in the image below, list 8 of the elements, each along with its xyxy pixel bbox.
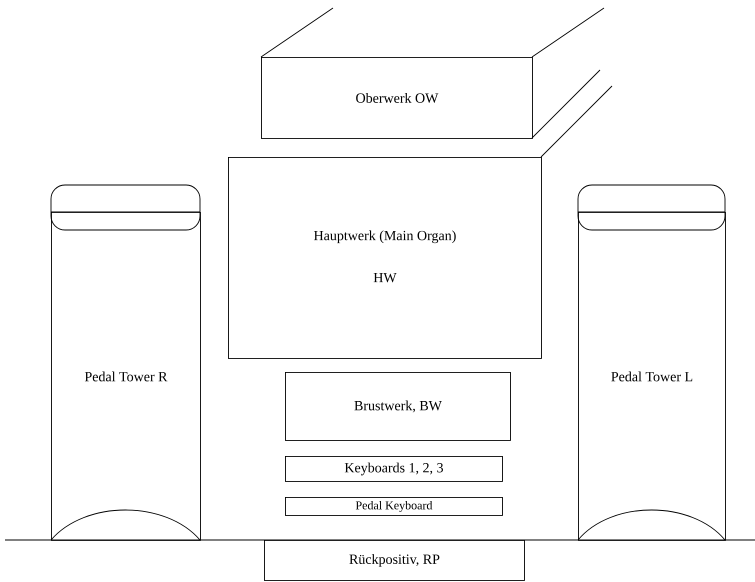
- organ-section-box: Rückpositiv, RP: [264, 540, 525, 581]
- keyboard-box: Keyboards 1, 2, 3: [285, 456, 503, 482]
- organ-section-box: Brustwerk, BW: [285, 372, 511, 441]
- keyboard-box: Pedal Keyboard: [285, 497, 503, 516]
- pedal-tower: Pedal Tower L: [578, 184, 726, 541]
- organ-section-box: Hauptwerk (Main Organ) HW: [228, 157, 542, 359]
- pedal-tower: Pedal Tower R: [50, 184, 201, 541]
- organ-section-box: Oberwerk OW: [261, 57, 533, 139]
